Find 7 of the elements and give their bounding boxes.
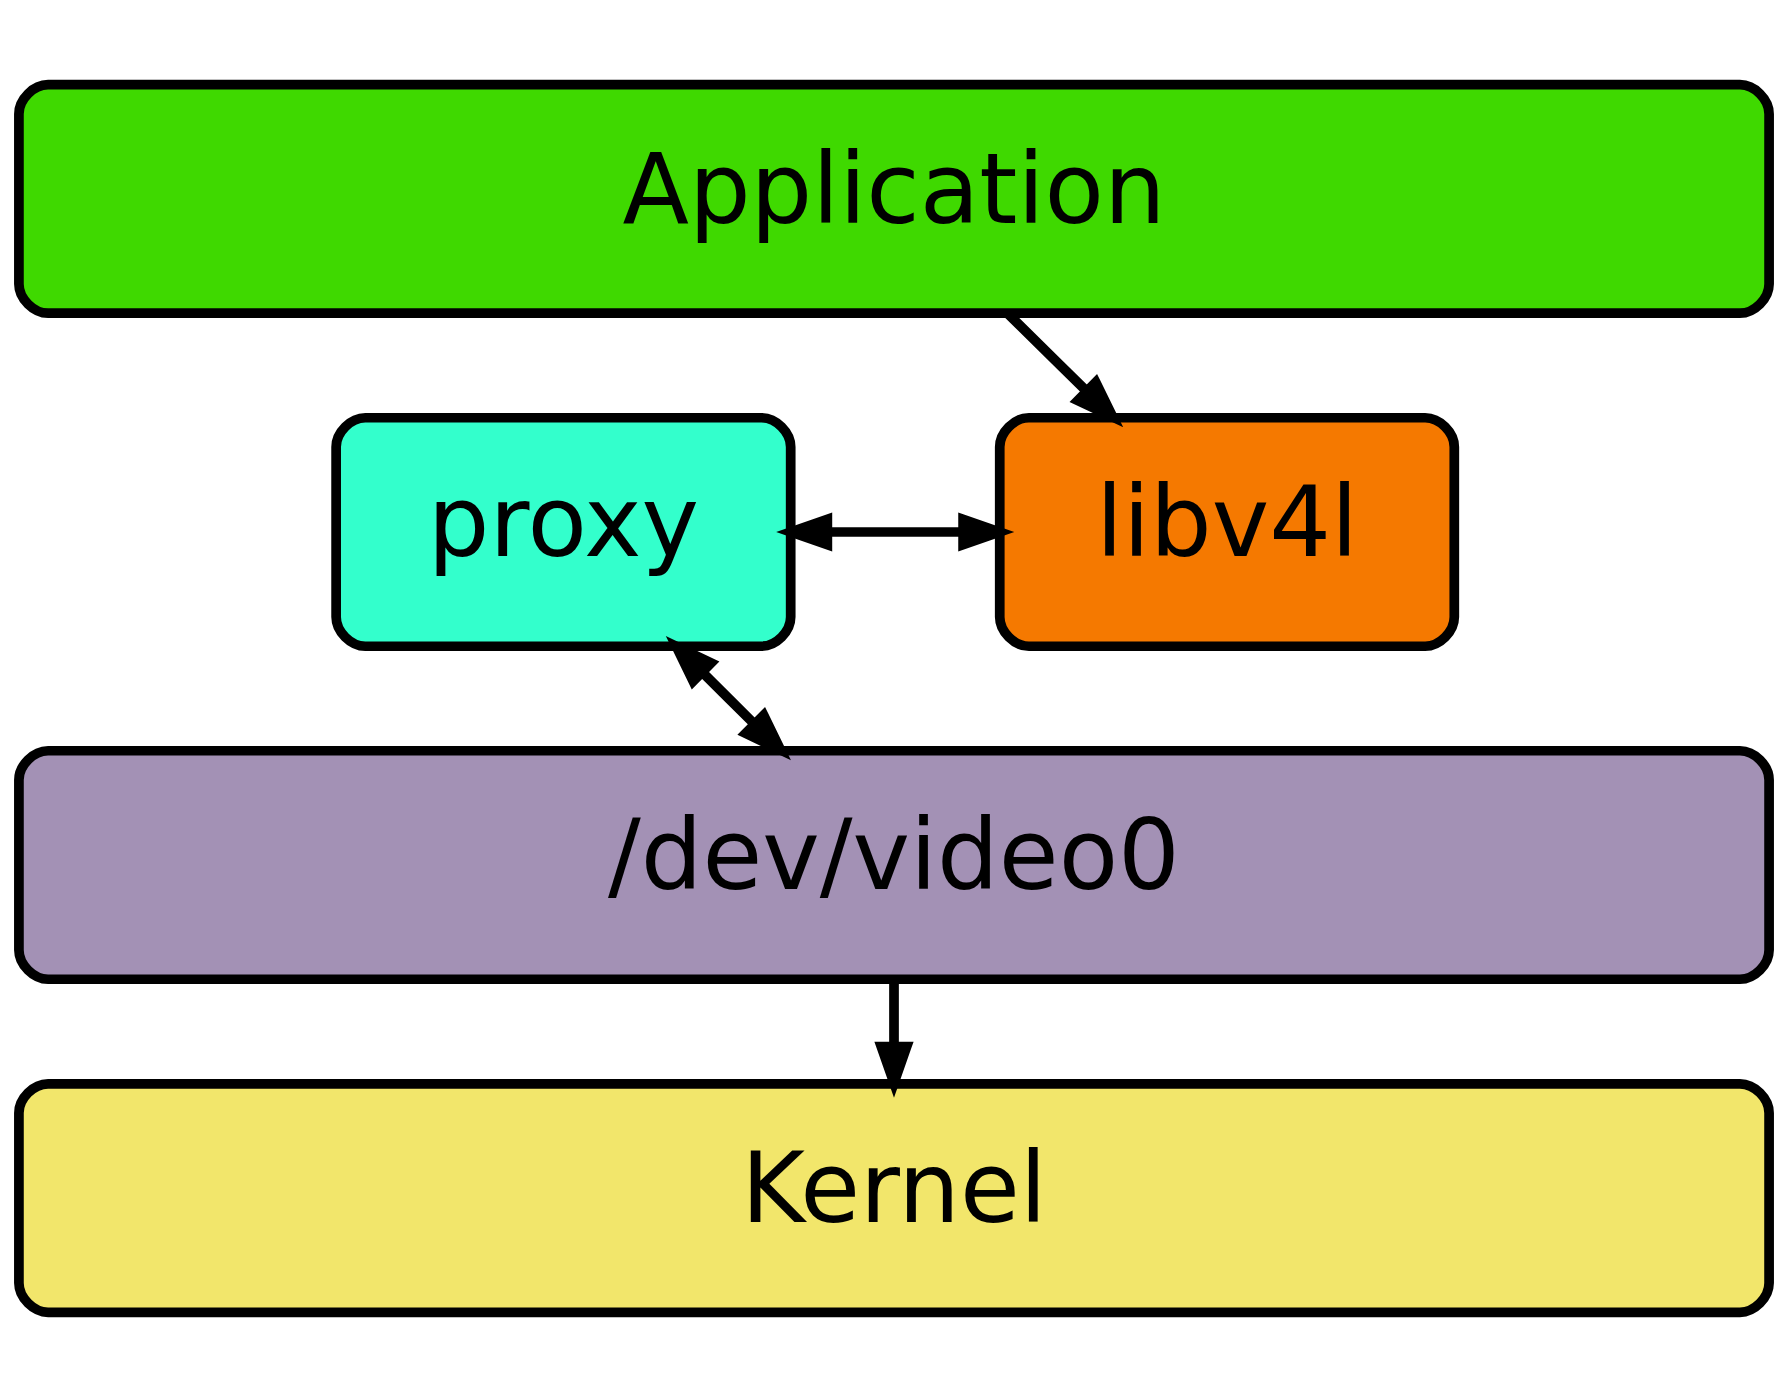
node-box: proxy [330, 412, 796, 652]
node-box: Application [13, 79, 1774, 319]
arrow [775, 512, 1014, 552]
node-box: /dev/video0 [13, 745, 1774, 985]
arrow [665, 636, 791, 761]
node-box: Kernel [13, 1078, 1774, 1318]
node-box: libv4l [994, 412, 1459, 652]
